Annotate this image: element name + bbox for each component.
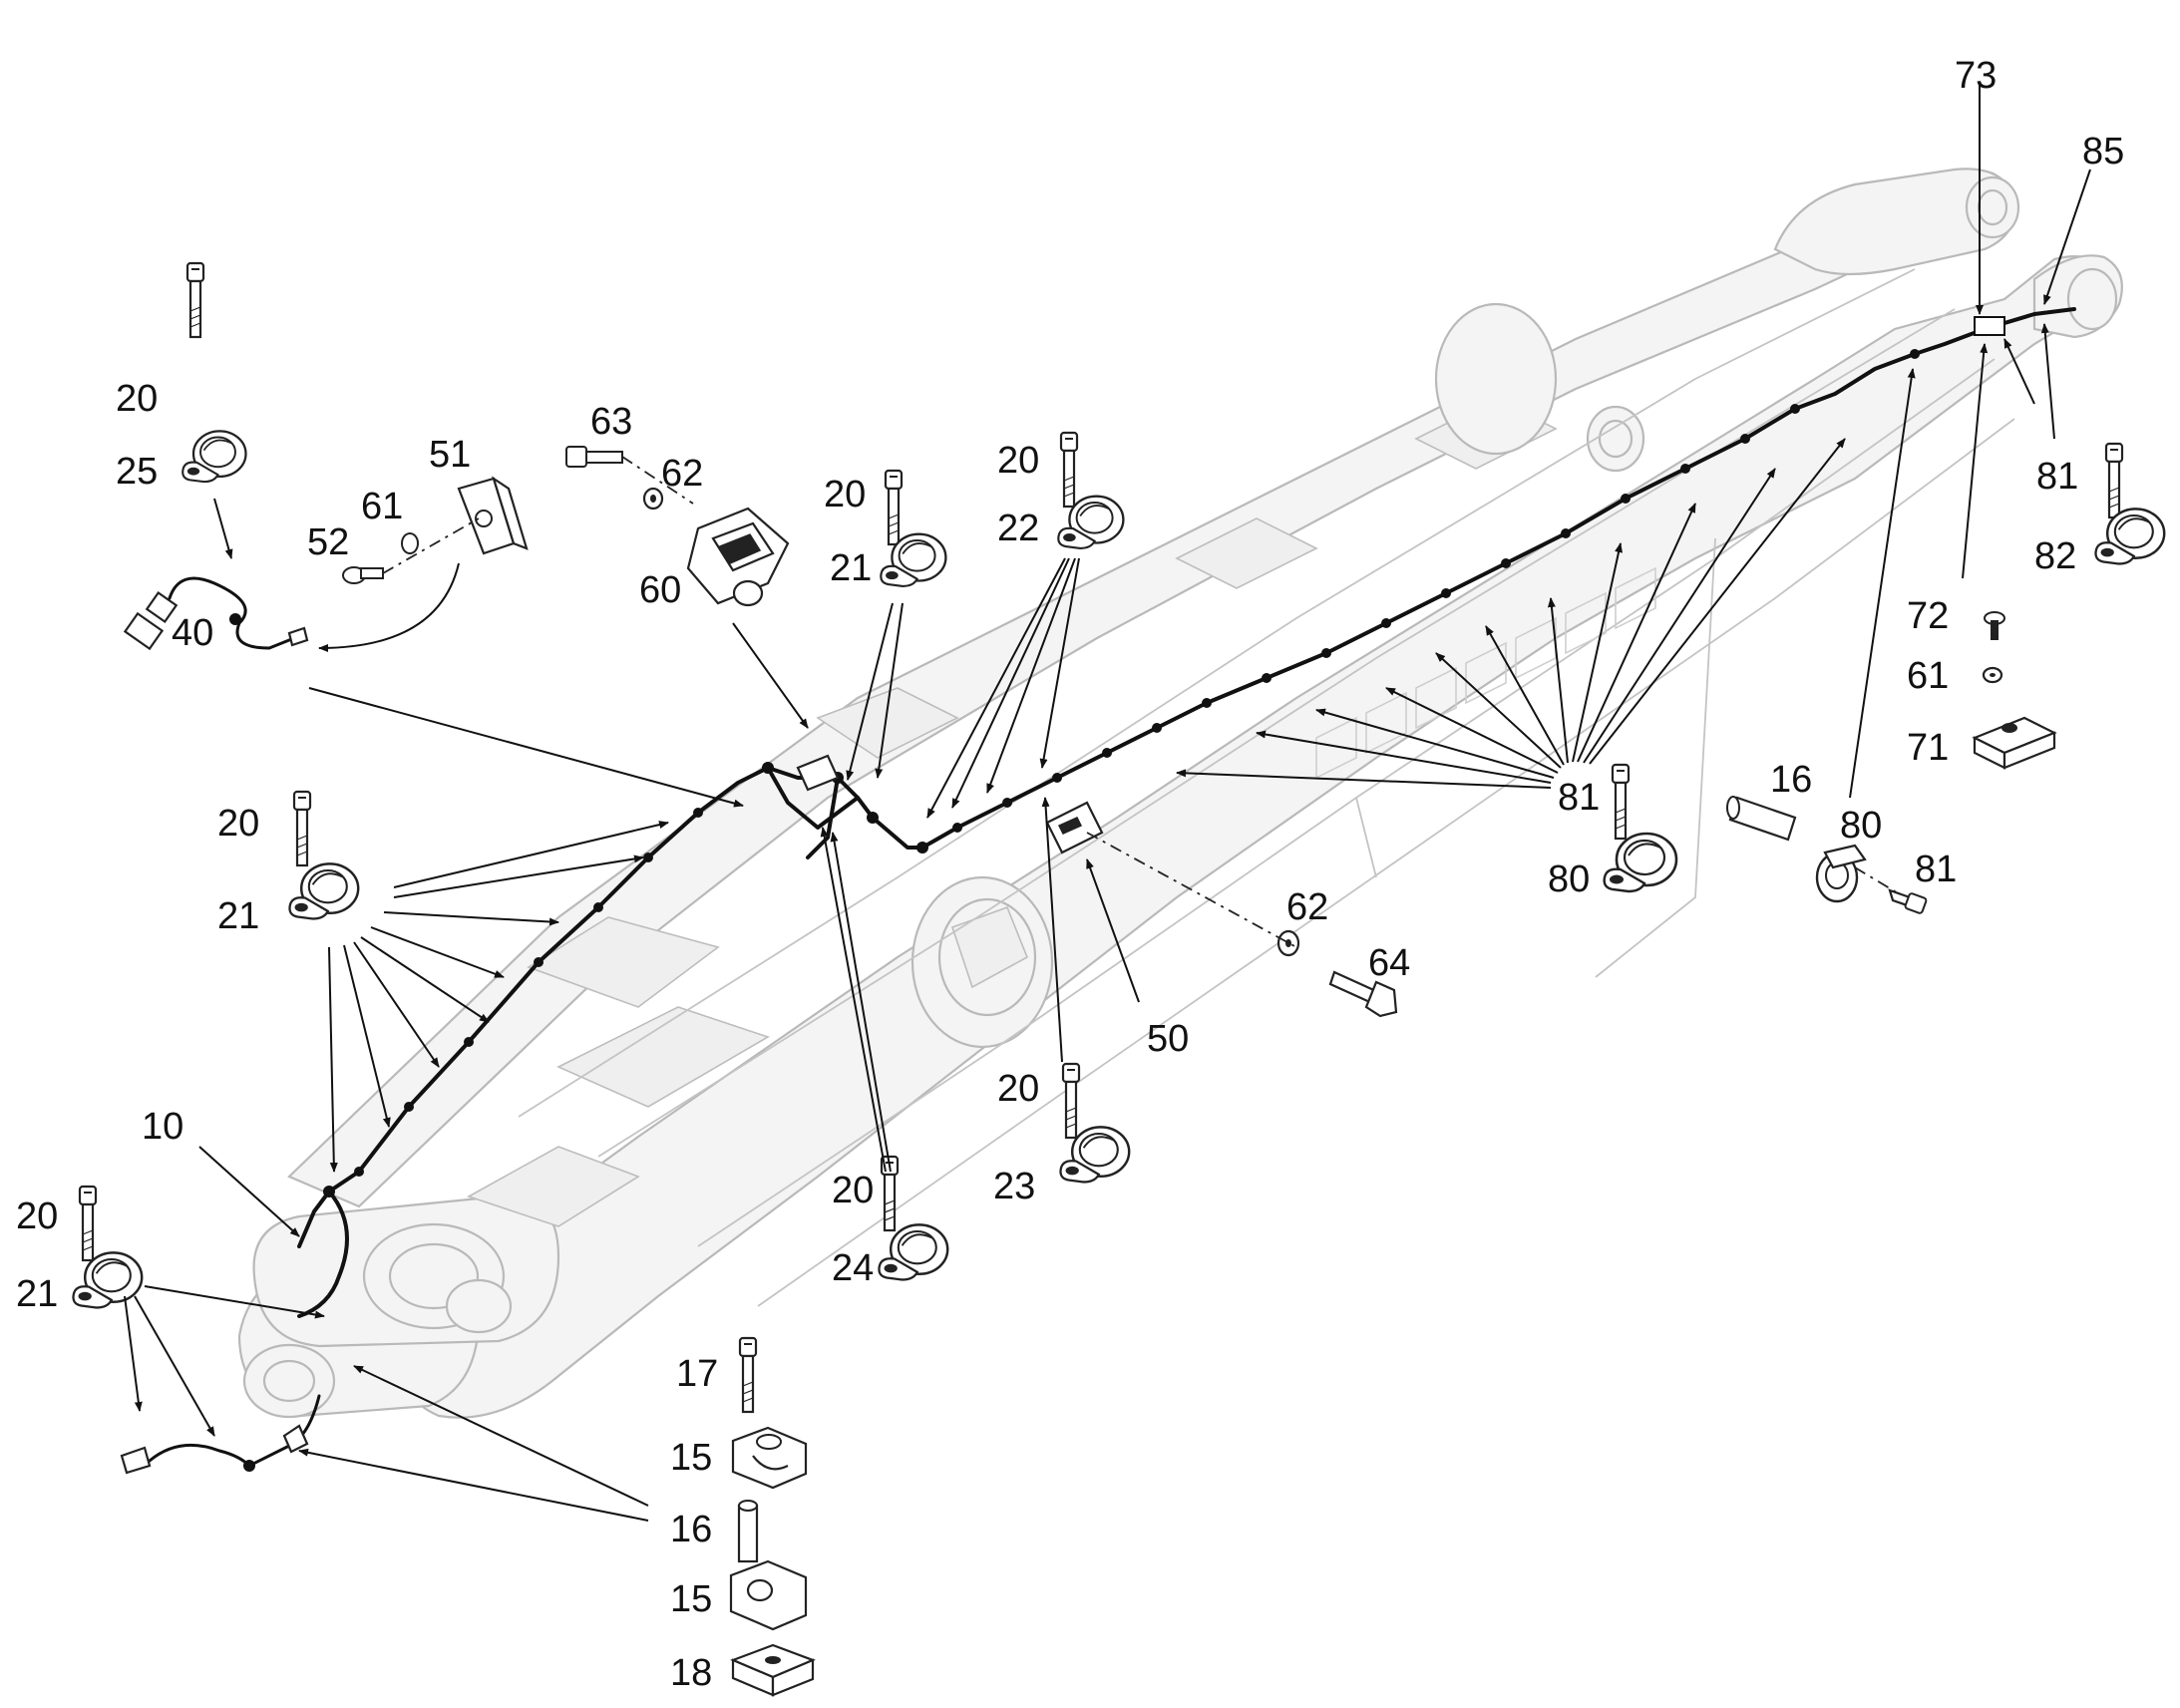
callout-25: 25 <box>116 451 158 493</box>
harness-end-bottom-left <box>120 1394 321 1475</box>
wiring-harness <box>297 307 2076 1318</box>
callout-40: 40 <box>172 612 213 654</box>
callout-80: 80 <box>1548 858 1590 900</box>
clamp-half-15-lower <box>729 1559 808 1631</box>
bolt-20-upper-center <box>884 469 904 546</box>
washer-61-top-left <box>401 532 419 554</box>
sensor-40 <box>123 576 309 651</box>
callout-20: 20 <box>997 1068 1039 1110</box>
callout-71: 71 <box>1907 727 1949 769</box>
callout-labels: 73 85 20 25 51 61 52 40 63 62 60 20 21 2… <box>16 55 2124 1694</box>
clamp-24 <box>878 1223 949 1281</box>
callout-16: 16 <box>1770 759 1812 801</box>
callout-82: 82 <box>2034 535 2076 577</box>
callout-15: 15 <box>670 1578 712 1620</box>
bolt-64 <box>1328 970 1398 1018</box>
callout-20: 20 <box>824 474 866 515</box>
screw-52 <box>342 566 384 584</box>
washer-61-right <box>1982 666 2003 684</box>
callout-50: 50 <box>1147 1018 1189 1060</box>
control-unit-60 <box>686 507 790 607</box>
callout-81: 81 <box>2036 456 2078 498</box>
bolt-81-center-right <box>1611 763 1631 841</box>
callout-64: 64 <box>1368 942 1410 984</box>
callout-81: 81 <box>1915 849 1957 890</box>
callout-81: 81 <box>1558 777 1600 819</box>
callout-20: 20 <box>16 1196 58 1237</box>
bolt-63 <box>565 446 623 468</box>
callout-85: 85 <box>2082 131 2124 172</box>
base-plate-18 <box>730 1643 816 1697</box>
bolt-17 <box>738 1336 758 1414</box>
callout-73: 73 <box>1955 55 1997 97</box>
bolt-20-top-left <box>185 261 205 339</box>
callout-63: 63 <box>590 401 632 443</box>
clamp-21-left-mid <box>288 862 360 920</box>
callout-62: 62 <box>661 453 703 495</box>
cylinder-mount-hub <box>910 875 1054 1049</box>
callout-62: 62 <box>1286 886 1328 928</box>
clamp-half-15-upper <box>731 1426 808 1490</box>
callout-23: 23 <box>993 1166 1035 1207</box>
callout-61: 61 <box>361 486 403 527</box>
leader-lines <box>124 82 2091 1522</box>
callout-20: 20 <box>832 1170 874 1211</box>
callout-80: 80 <box>1840 805 1882 847</box>
bracket-71 <box>1972 716 2057 770</box>
callout-24: 24 <box>832 1247 874 1289</box>
callout-10: 10 <box>142 1106 183 1148</box>
callout-16: 16 <box>670 1509 712 1550</box>
switch-51 <box>457 476 529 555</box>
callout-61: 61 <box>1907 655 1949 697</box>
bolt-20-upper-mid <box>1059 431 1079 509</box>
callout-20: 20 <box>116 378 158 420</box>
bolt-81-top-right <box>2104 442 2124 519</box>
callout-17: 17 <box>676 1353 718 1395</box>
callout-20: 20 <box>997 440 1039 482</box>
bolt-20-bottom-left <box>78 1185 98 1262</box>
bolt-81-right <box>1888 888 1928 914</box>
sleeve-16-right <box>1726 796 1797 842</box>
callout-18: 18 <box>670 1652 712 1694</box>
bolt-20-left-mid <box>292 790 312 867</box>
callout-72: 72 <box>1907 595 1949 637</box>
callout-21: 21 <box>16 1273 58 1315</box>
callout-21: 21 <box>217 895 259 937</box>
callout-15: 15 <box>670 1437 712 1479</box>
callout-22: 22 <box>997 508 1039 549</box>
boom-stencil-lettering <box>1315 566 1656 780</box>
washer-62-lower <box>1276 929 1300 957</box>
callout-20: 20 <box>217 803 259 845</box>
clamp-80-center-right <box>1603 832 1678 893</box>
screw-72 <box>1984 611 2005 640</box>
callout-51: 51 <box>429 434 471 476</box>
washer-62-top <box>642 487 664 511</box>
callout-21: 21 <box>830 547 872 589</box>
clamp-82 <box>2094 508 2166 565</box>
callout-52: 52 <box>307 521 349 563</box>
upper-pivot-hub <box>1434 302 1645 473</box>
bolt-20-lower-center <box>1061 1062 1081 1140</box>
clamp-80-right <box>1815 844 1867 903</box>
bracket-50-installed <box>1045 801 1104 854</box>
boom-structure <box>237 168 2123 1419</box>
callout-60: 60 <box>639 569 681 611</box>
sleeve-16-lower <box>737 1500 759 1563</box>
clamp-25 <box>182 430 247 484</box>
